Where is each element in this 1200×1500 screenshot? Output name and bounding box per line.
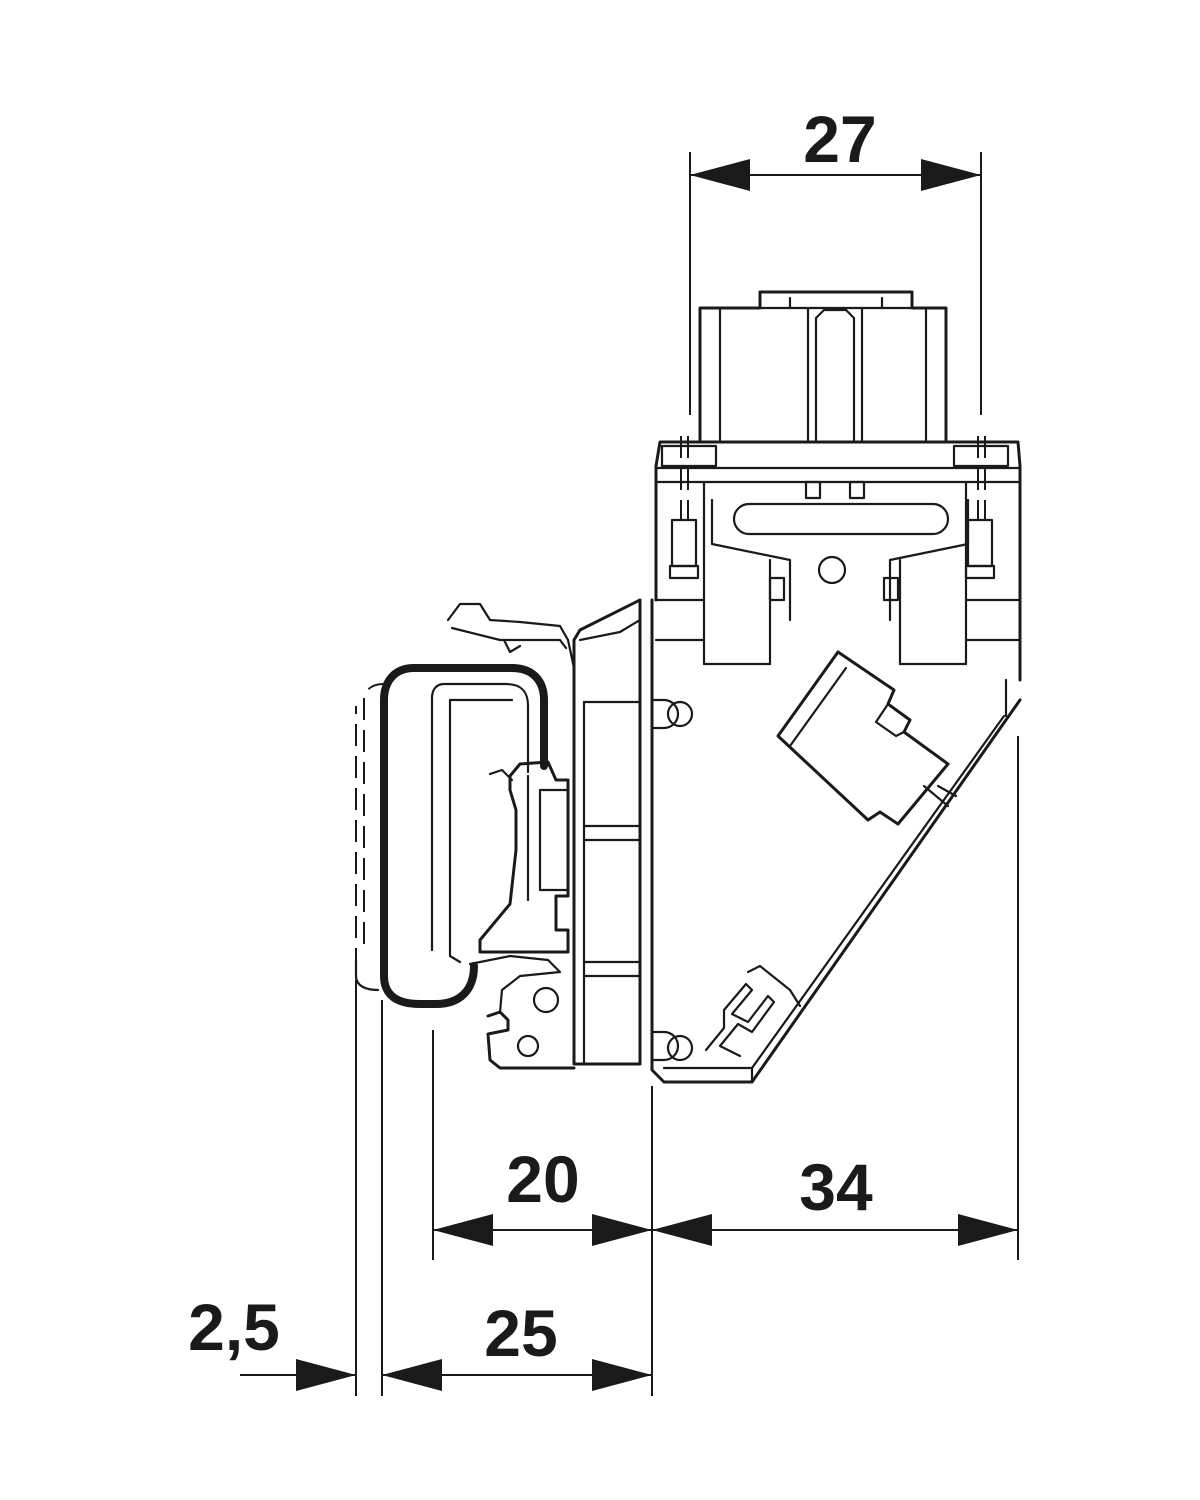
din-rail (354, 664, 548, 1008)
arrowhead (296, 1359, 356, 1391)
arrowhead (958, 1214, 1018, 1246)
dimension-2-5: 2,5 (188, 1290, 356, 1391)
angled-plug (776, 650, 958, 826)
arrowhead (921, 159, 981, 191)
arrowhead (382, 1359, 442, 1391)
dimension-25: 25 (382, 1296, 652, 1391)
angled-outlet-body (650, 598, 1022, 1084)
dimension-label-27: 27 (803, 102, 876, 176)
dimension-label-20: 20 (506, 1142, 579, 1216)
dimension-20: 20 (433, 1142, 652, 1246)
arrowhead (652, 1214, 712, 1246)
arrowhead (592, 1214, 652, 1246)
dimension-34: 34 (652, 1150, 1018, 1246)
dimension-label-2-5: 2,5 (188, 1290, 280, 1364)
upper-module-body (654, 436, 1022, 682)
arrowhead (592, 1359, 652, 1391)
rail-foot-block (446, 598, 642, 1070)
dimension-label-34: 34 (799, 1150, 873, 1224)
dimension-27: 27 (689, 102, 982, 415)
extension-lines-bottom (355, 736, 1019, 1396)
top-connector-housing (698, 290, 948, 442)
arrowhead (433, 1214, 493, 1246)
arrowhead (690, 159, 750, 191)
dimension-label-25: 25 (484, 1296, 557, 1370)
